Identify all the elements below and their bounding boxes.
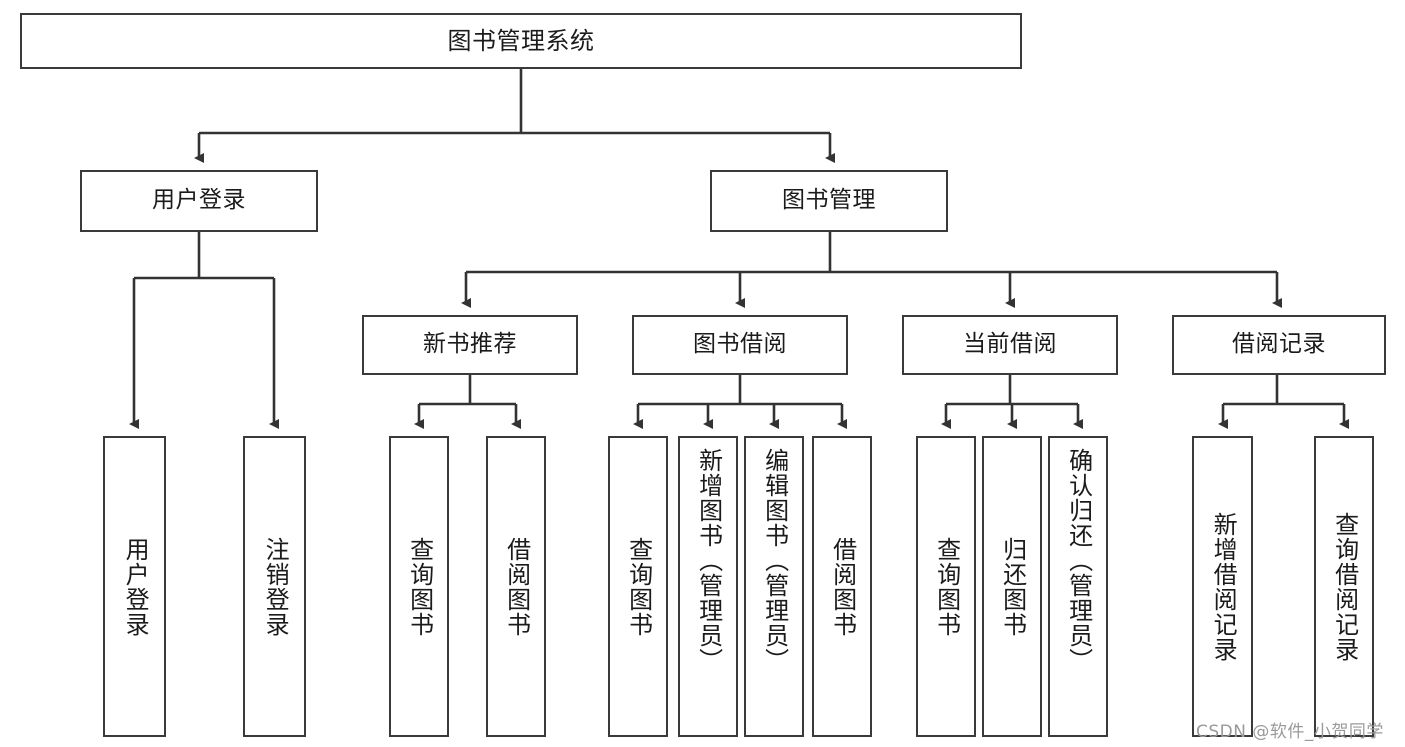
node-leaf-rec-add-record[interactable]: 新增借阅记录: [1192, 436, 1253, 737]
node-leaf-rec-query-book-label: 查询图书: [405, 536, 434, 637]
node-leaf-user-login[interactable]: 用户登录: [103, 436, 166, 737]
node-leaf-rec-borrow-book-label: 借阅图书: [502, 536, 531, 637]
node-book-borrow[interactable]: 图书借阅: [632, 315, 848, 375]
node-borrow-record-label: 借阅记录: [1232, 331, 1326, 358]
node-leaf-rec-query-book[interactable]: 查询图书: [389, 436, 449, 737]
node-leaf-cur-return-book-label: 归还图书: [998, 536, 1027, 637]
node-leaf-borrow-borrow-book-label: 借阅图书: [828, 536, 857, 637]
node-leaf-cur-confirm-return[interactable]: 确认归还（管理员）: [1048, 436, 1108, 737]
node-leaf-cur-query-book[interactable]: 查询图书: [916, 436, 976, 737]
node-leaf-user-logout-label: 注销登录: [261, 536, 290, 637]
node-current-borrow-label: 当前借阅: [963, 331, 1057, 358]
node-leaf-rec-query-record-label: 查询借阅记录: [1330, 511, 1359, 662]
node-book-manage-label: 图书管理: [782, 187, 876, 214]
node-leaf-rec-add-record-label: 新增借阅记录: [1209, 511, 1238, 662]
node-leaf-borrow-edit-book[interactable]: 编辑图书（管理员）: [744, 436, 804, 737]
node-leaf-rec-borrow-book[interactable]: 借阅图书: [486, 436, 546, 737]
node-current-borrow[interactable]: 当前借阅: [902, 315, 1118, 375]
node-leaf-borrow-query-book[interactable]: 查询图书: [608, 436, 668, 737]
node-leaf-borrow-borrow-book[interactable]: 借阅图书: [812, 436, 872, 737]
node-leaf-user-login-label: 用户登录: [121, 536, 150, 637]
csdn-watermark: CSDN @软件_小贺同学: [1196, 717, 1384, 742]
node-root[interactable]: 图书管理系统: [20, 13, 1022, 69]
node-leaf-borrow-add-book-label: 新增图书（管理员）: [694, 448, 723, 673]
node-borrow-record[interactable]: 借阅记录: [1172, 315, 1386, 375]
node-book-manage[interactable]: 图书管理: [710, 170, 948, 232]
node-user-login[interactable]: 用户登录: [80, 170, 318, 232]
node-leaf-rec-query-record[interactable]: 查询借阅记录: [1314, 436, 1374, 737]
node-user-login-label: 用户登录: [152, 187, 246, 214]
node-leaf-cur-confirm-return-label: 确认归还（管理员）: [1064, 448, 1093, 673]
node-leaf-borrow-edit-book-label: 编辑图书（管理员）: [760, 448, 789, 673]
node-book-borrow-label: 图书借阅: [693, 331, 787, 358]
node-root-label: 图书管理系统: [447, 26, 595, 55]
node-new-book-rec[interactable]: 新书推荐: [362, 315, 578, 375]
node-leaf-cur-query-book-label: 查询图书: [932, 536, 961, 637]
node-new-book-rec-label: 新书推荐: [423, 331, 517, 358]
csdn-watermark-text: CSDN @软件_小贺同学: [1196, 722, 1384, 742]
node-leaf-user-logout[interactable]: 注销登录: [243, 436, 306, 737]
node-leaf-borrow-add-book[interactable]: 新增图书（管理员）: [678, 436, 738, 737]
node-leaf-borrow-query-book-label: 查询图书: [624, 536, 653, 637]
node-leaf-cur-return-book[interactable]: 归还图书: [982, 436, 1042, 737]
